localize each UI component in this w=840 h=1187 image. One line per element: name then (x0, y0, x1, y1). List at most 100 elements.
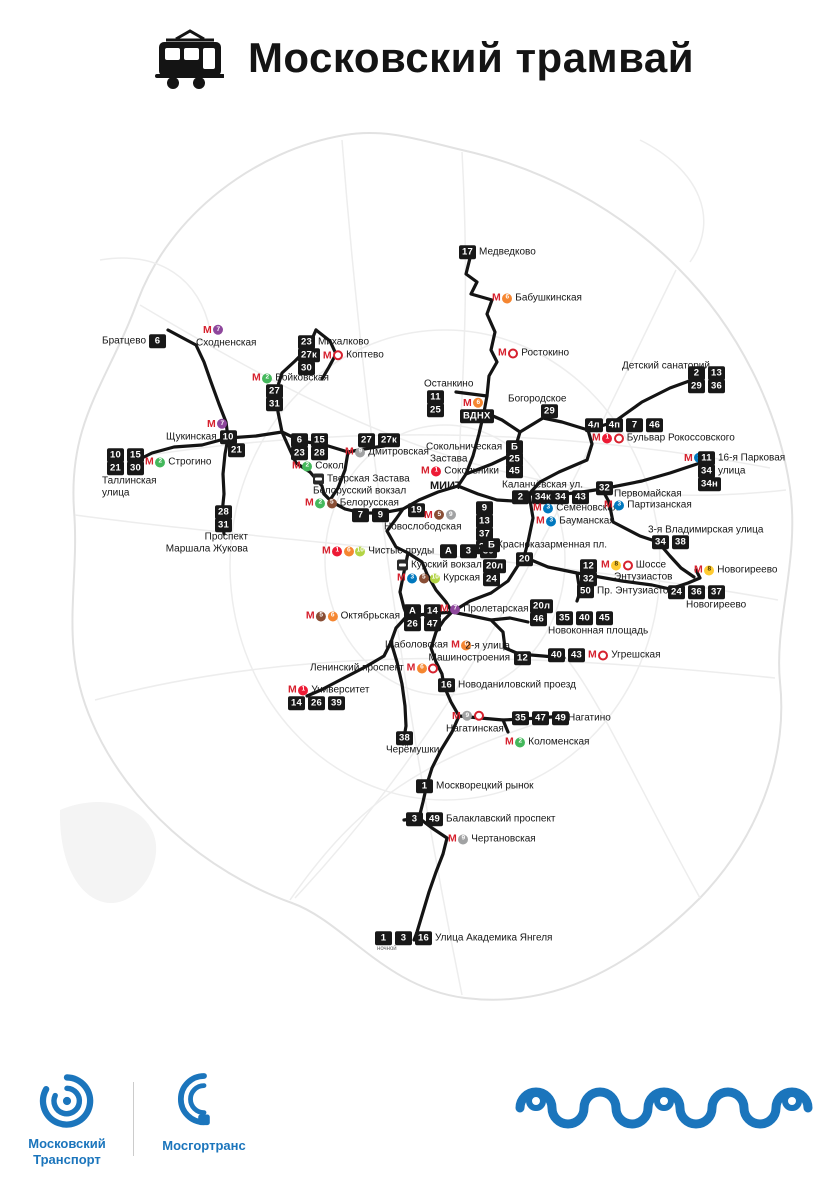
tram-line (454, 390, 489, 398)
route-number-badge: 10 (219, 430, 237, 444)
metro-line-dot: 10 (430, 573, 441, 583)
route-number-badge: 40 (548, 648, 565, 662)
metro-m-letter: М (406, 661, 416, 674)
map-label: 46 (530, 612, 547, 626)
map-label: 31 (266, 397, 283, 411)
metro-line-dot: 8 (704, 565, 715, 575)
station-name: улица (718, 465, 746, 477)
metro-line-dot: 6 (461, 640, 472, 650)
route-number-badge: 50 (577, 584, 594, 598)
metro-line-dot (613, 433, 624, 443)
map-label: 19 (408, 503, 425, 517)
metro-line-dot (428, 663, 439, 673)
map-label: Маршала Жукова (166, 544, 248, 555)
tram-line (450, 610, 566, 660)
map-label: 37 (476, 527, 493, 541)
route-number-badge: 16 (415, 931, 432, 945)
station-name: Каланчёвская ул. (502, 479, 584, 491)
map-label: Б (506, 440, 523, 454)
route-number-badge: 11 (427, 390, 444, 404)
route-number-badge: 49 (552, 711, 569, 725)
station-name: Щукинская (166, 431, 217, 443)
metro-line-dot (333, 350, 344, 360)
station-name: Октябрьская (340, 610, 400, 622)
station-name: Михалково (318, 336, 370, 348)
station-name: Новогиреево (717, 564, 778, 576)
header: Московский трамвай (0, 26, 840, 90)
route-number-badge: 30 (127, 461, 144, 475)
station-name: Партизанская (627, 499, 692, 511)
station-name: 2-я улица (465, 640, 510, 652)
metro-m-letter: М (322, 348, 332, 361)
route-number-badge: 6 (149, 334, 166, 348)
route-number-badge: 4л (585, 418, 603, 432)
route-number-badge: 32 (580, 572, 597, 586)
route-number-badge: А (440, 544, 457, 558)
station-name: Останкино (424, 378, 474, 390)
station-name: 16-я Парковая (718, 452, 786, 464)
brand-transport-line1: Московский (28, 1136, 106, 1151)
metro-m-letter: М (207, 417, 216, 430)
route-number-badge: 14 (288, 696, 305, 710)
route-number-badge: 21 (228, 443, 245, 457)
metro-m-letter: М (305, 609, 315, 622)
rail-terminal-icon (397, 559, 408, 571)
metro-line-dot: 2 (315, 498, 326, 508)
station-name: Курская (443, 572, 481, 584)
metro-m-letter: М (592, 431, 601, 444)
station-name: Сходненская (196, 337, 257, 349)
metro-marker: М (588, 650, 609, 661)
map-label: Останкино (424, 379, 473, 390)
route-number-badge: 29 (541, 404, 558, 418)
station-name: Шоссе (635, 559, 667, 571)
station-name: Семёновская (556, 502, 619, 514)
metro-line-dot: 3 (614, 500, 625, 510)
route-number-badge: 23 (298, 335, 315, 349)
route-number-badge: 25 (427, 403, 444, 417)
route-number-badge: 3 (460, 544, 477, 558)
map-label: 20л (530, 599, 554, 613)
route-number-badge: 31 (215, 518, 232, 532)
map-label: 25 (506, 452, 523, 466)
metro-line-dot: 2 (515, 737, 526, 747)
metro-line-dot: 9 (458, 834, 469, 844)
moscow-transport-logo (39, 1074, 94, 1128)
map-label: Новоконная площадь (548, 626, 648, 637)
tram-line (456, 256, 499, 488)
map-label: 20л (483, 559, 507, 573)
metro-line-dot: 3 (407, 573, 418, 583)
route-number-badge: 39 (328, 696, 345, 710)
station-name: Тверская Застава (327, 473, 410, 485)
metro-marker: М (498, 348, 519, 359)
route-number-badge: 29 (688, 379, 705, 393)
metro-m-letter: М (252, 371, 261, 384)
metro-m-letter: М (463, 396, 472, 409)
map-label: 21 (228, 443, 245, 457)
metro-marker: М (322, 348, 344, 361)
map-label: 31 (215, 518, 232, 532)
tram-line (412, 714, 461, 942)
map-label: Сокольническая (426, 442, 502, 453)
map-label: Машиностроения (429, 653, 510, 664)
station-name: Строгино (168, 456, 212, 468)
